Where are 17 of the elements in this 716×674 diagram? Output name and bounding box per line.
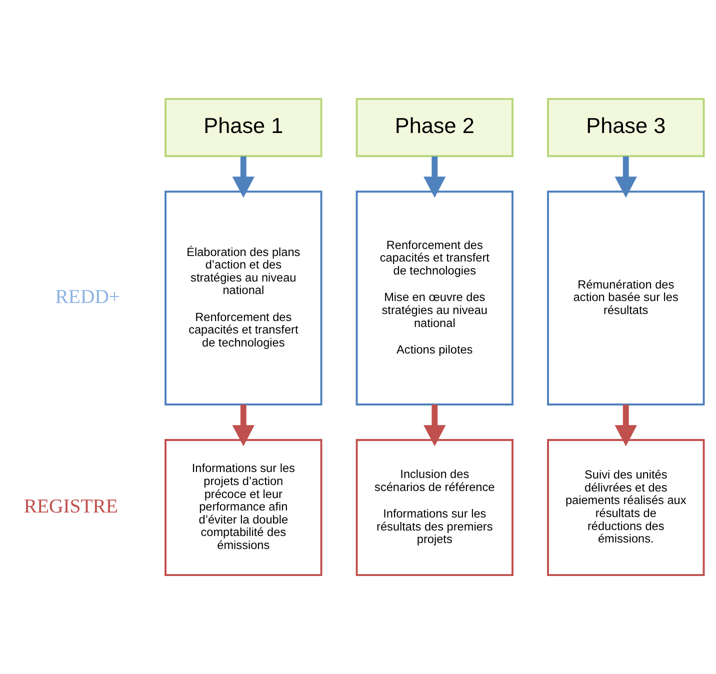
arrow [232, 404, 255, 446]
arrow [614, 404, 637, 446]
arrow [614, 156, 637, 198]
node-box: Phase 2 [356, 98, 514, 158]
node-box: Phase 3 [547, 98, 705, 158]
node-box: Rémunération des action basée sur les résultats [547, 190, 705, 406]
node-box: Élaboration des plans d’action et des stratégies au niveau national Renforcement des capacités et transfert de technologies [164, 190, 322, 406]
node-box: Informations sur les projets d’action précoce et leur performance afin d’éviter la double comptabilité des émissions [164, 439, 322, 576]
node-box: Inclusion des scénarios de référence Informations sur les résultats des premiers projets [356, 439, 514, 576]
label: REGISTRE [24, 495, 118, 518]
label: REDD+ [55, 286, 120, 308]
node-box: Phase 1 [164, 98, 322, 158]
node-box: Renforcement des capacités et transfert de technologies Mise en œuvre des stratégies au niveau national Actions pilotes [356, 190, 514, 406]
arrow [424, 404, 446, 446]
node-box: Suivi des unités délivrées et des paiements réalisés aux résultats de réductions des émissions. [547, 439, 705, 576]
arrow [424, 156, 446, 198]
arrow [232, 156, 255, 198]
